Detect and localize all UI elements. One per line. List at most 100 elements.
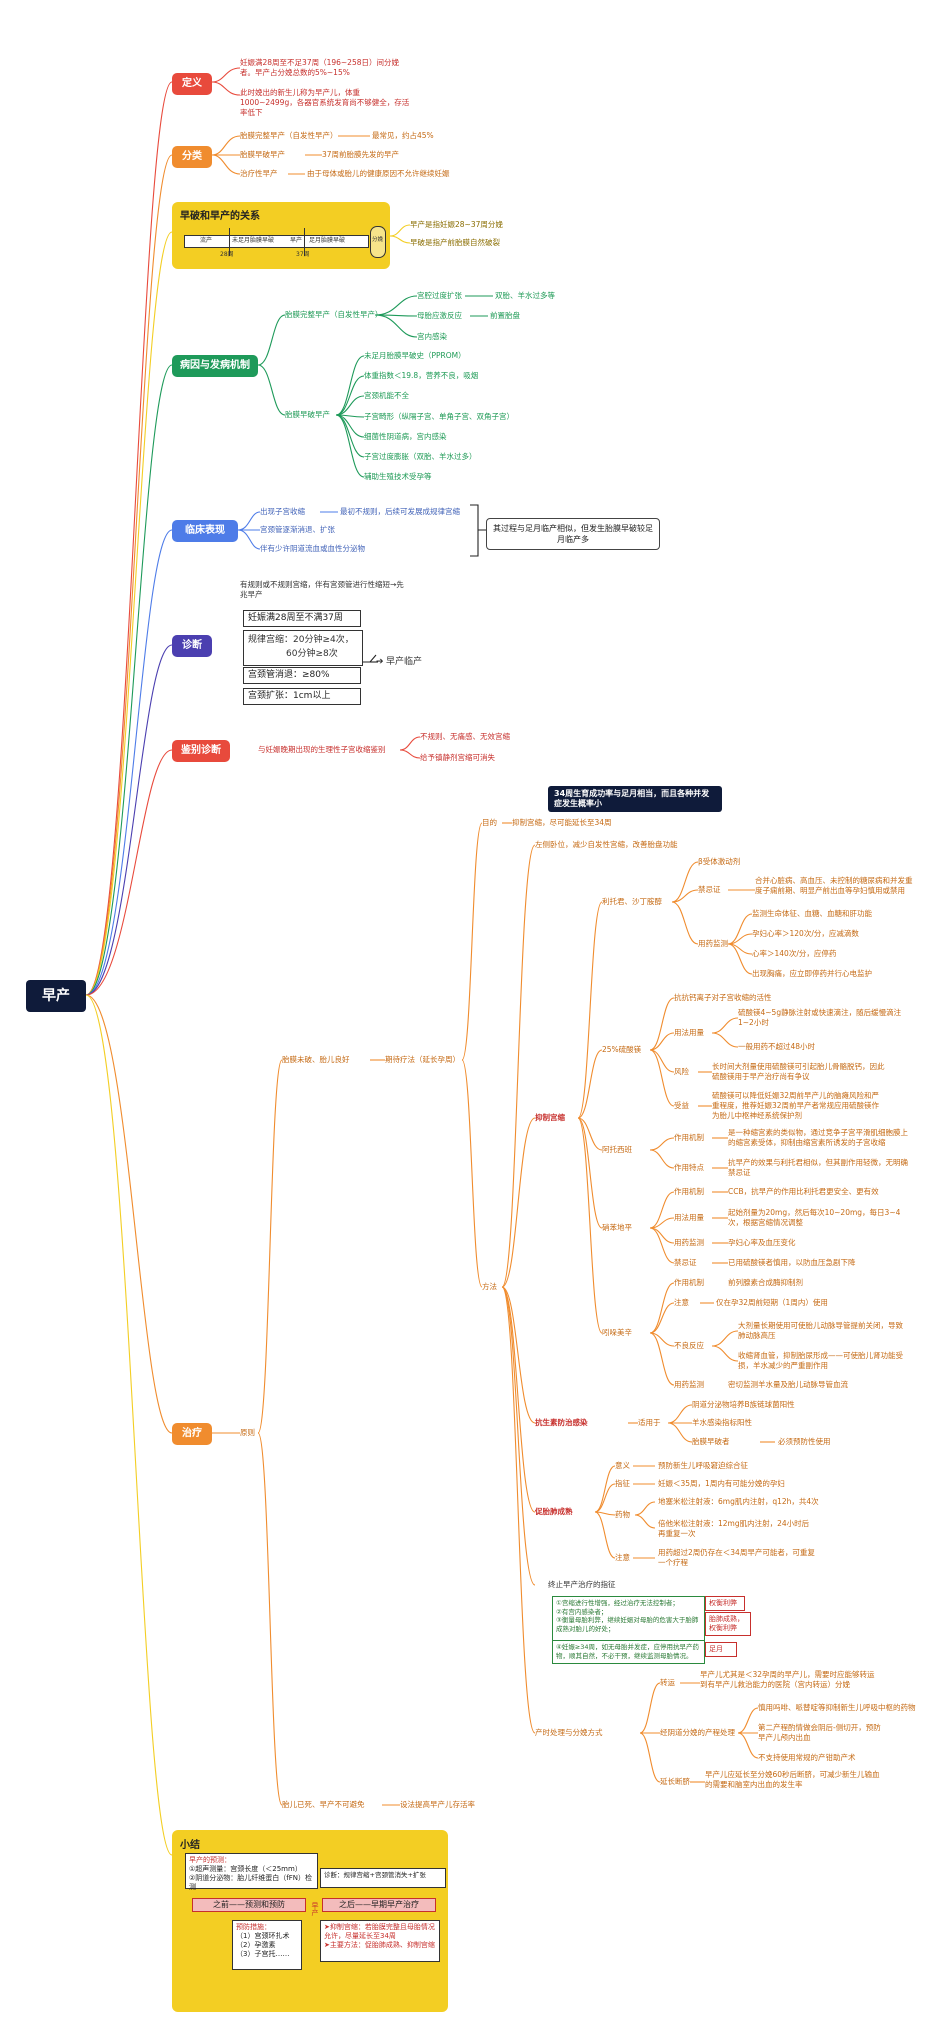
classify-item-3: 治疗性早产 [240,169,278,178]
ritodrine-contra-label: 禁忌证 [698,885,721,894]
antibiotic-note: 必须预防性使用 [778,1437,831,1446]
differential-tag[interactable]: 鉴别诊断 [172,740,230,762]
indo-mech: 前列腺素合成酶抑制剂 [728,1278,803,1287]
classify-note-3: 由于母体或胎儿的健康原因不允许继续妊娠 [307,169,450,178]
delivery-vaginal-2: 第二产程酌情做会阴后-侧切开，预防早产儿颅内出血 [758,1723,881,1742]
diagnosis-contraction-2: 60分钟≥8次 [286,649,338,659]
atosiban-feature: 抗早产的效果与利托君相似，但其副作用轻微，无明确禁忌证 [728,1158,908,1177]
method-label: 方法 [482,1282,497,1291]
root-topic[interactable]: 早产 [26,980,86,1012]
treatment-branch-a: 胎膜未破、胎儿良好 [282,1055,350,1064]
timeline-pprom: 未足月胎膜早破 [232,237,275,244]
cause-intact: 胎膜完整早产（自发性早产） [285,310,383,319]
goal-label: 目的 [482,818,497,827]
predict-title: 早产的预测： [189,1856,231,1864]
stop-line-1: ①宫缩进行性增强，经过治疗无法控制者； [556,1599,679,1607]
cause-tag[interactable]: 病因与发病机制 [172,355,258,377]
clinical-tag[interactable]: 临床表现 [172,520,238,542]
mg-risk: 长时间大剂量使用硫酸镁可引起胎儿骨骼脱钙，因此硫酸镁用于早产治疗尚有争议 [712,1062,885,1081]
differential-item-1: 不规则、无痛感、无效宫缩 [420,732,510,741]
ritodrine-monitor-3: 心率＞140次/分，应停药 [752,949,837,958]
cause-prom-2: 体重指数＜19.8，营养不良，吸烟 [364,371,479,380]
indomethacin: 吲哚美辛 [602,1328,632,1337]
week-28: 28周 [220,251,234,258]
indo-adverse-label: 不良反应 [674,1341,704,1350]
stop-tag-2: 胎肺成熟，权衡利弊 [705,1612,751,1636]
delivery-cord: 早产儿应延长至分娩60秒后断脐，可减少新生儿输血的需要和脑室内出血的发生率 [705,1770,880,1789]
summary-before[interactable]: 之前——预测和预防 [192,1898,306,1912]
timeline-delivery: 分娩 [372,237,384,243]
mg-mechanism: 抗抗钙离子对子宫收缩的活性 [674,993,772,1002]
delivery-cord-label: 延长断脐 [660,1777,690,1786]
nif-dose-label: 用法用量 [674,1213,704,1222]
antibiotic-item-3: 胎膜早破者 [692,1437,730,1446]
classify-tag[interactable]: 分类 [172,146,212,168]
atosiban-feature-label: 作用特点 [674,1163,704,1172]
method-inhibit: 抑制宫缩 [535,1113,565,1122]
treatment-tag[interactable]: 治疗 [172,1423,212,1445]
relation-note-2: 早破是指产前胎膜自然破裂 [410,238,500,247]
define-tag[interactable]: 定义 [172,73,212,95]
marker-28 [229,228,230,256]
delivery-vaginal-3: 不支持使用常规的产钳助产术 [758,1753,856,1762]
after-1: ➤抑制宫缩：若胎膜完整且母胎情况允许，尽量延长至34周 [324,1923,435,1940]
diagnosis-intro: 有规则或不规则宫缩，伴有宫颈管进行性缩短→先兆早产 [240,580,404,599]
relation-box[interactable]: 早破和早产的关系 流产 未足月胎膜早破 早产 足月胎膜早破 分娩 28周 37周 [172,202,390,269]
nif-mech: CCB，抗早产的作用比利托君更安全、更有效 [728,1187,879,1196]
clinical-callout: 其过程与足月临产相似，但发生胎膜早破较足月临产多 [486,518,660,550]
prevent-title: 预防措施： [236,1923,271,1931]
nif-monitor-label: 用药监测 [674,1238,704,1247]
indo-monitor-label: 用药监测 [674,1380,704,1389]
mg-dose-1: 硫酸镁4~5g静脉注射或快速滴注，随后缓慢滴注1~2小时 [738,1008,902,1027]
stop-line-3: ③衡量母胎利弊，继续妊娠对母胎的危害大于胎肺成熟对胎儿的好处； [556,1616,699,1633]
stop-tag-3: 足月 [705,1642,737,1657]
cause-prom-3: 宫颈机能不全 [364,391,409,400]
indo-monitor: 密切监测羊水量及胎儿动脉导管血流 [728,1380,848,1389]
nifedipine: 硝苯地平 [602,1223,632,1232]
diagnosis-arrow-icon: ➔ [376,657,384,667]
stop-line-2: ②有宫内感染者； [556,1607,608,1616]
nif-mech-label: 作用机制 [674,1187,704,1196]
clinical-note-1: 最初不规则，后续可发展成规律宫缩 [340,507,460,516]
cause-intact-2: 母胎应激反应 [417,311,462,320]
treatment-branch-b-note: 设法提高早产儿存活率 [400,1800,475,1809]
delivery-node [370,226,386,258]
prevent-2: （2）孕激素 [236,1941,276,1949]
cause-prom-7: 辅助生殖技术受孕等 [364,472,432,481]
differential-item-2: 给予镇静剂宫缩可消失 [420,753,495,762]
clinical-item-3: 伴有少许阴道流血或血性分泌物 [260,544,365,553]
atosiban: 阿托西班 [602,1145,632,1154]
nif-dose: 起始剂量为20mg，然后每次10~20mg，每日3~4次，根据宫缩情况调整 [728,1208,901,1227]
prevent-1: （1）宫颈环扎术 [236,1932,290,1940]
marker-37 [304,228,305,256]
indo-adverse-1: 大剂量长期使用可使胎儿动脉导管提前关闭，导致肺动脉高压 [738,1321,903,1340]
diagnosis-box-3: 宫颈管消退：≥80% [243,667,361,684]
antibiotic: 抗生素防治感染 [535,1418,588,1427]
predict-1: ①超声测量：宫颈长度（＜25mm） [189,1865,302,1873]
differential-main: 与妊娠晚期出现的生理性子宫收缩鉴别 [258,745,386,754]
relation-timeline [184,235,369,248]
lung-drug-1: 地塞米松注射液：6mg肌内注射，q12h，共4次 [658,1497,819,1506]
define-item-2: 此时娩出的新生儿称为早产儿，体重1000~2499g，各器官系统发育尚不够健全，… [240,88,410,117]
mg-benefit-label: 受益 [674,1101,689,1110]
mg-risk-label: 风险 [674,1067,689,1076]
mg-dose-2: 一般用药不超过48小时 [738,1042,816,1051]
summary-after[interactable]: 之后——早期早产治疗 [322,1898,436,1912]
indo-adverse-2: 收缩肾血管，抑制胎尿形成——可使胎儿肾功能受损，羊水减少的严重副作用 [738,1351,903,1370]
ritodrine-monitor-label: 用药监测 [698,939,728,948]
predict-2: ②阴道分泌物：胎儿纤维蛋白（fFN）检测 [189,1874,313,1891]
cause-intact-1-note: 双胎、羊水过多等 [495,291,555,300]
delivery-transfer: 早产儿尤其是＜32孕周的早产儿，需要时应能够转运到有早产儿救治能力的医院（宫内转… [700,1670,875,1689]
stop-box-1: ①宫缩进行性增强，经过治疗无法控制者； ②有宫内感染者； ③衡量母胎利弊，继续妊… [552,1596,705,1642]
lung-drug-2: 倍他米松注射液：12mg肌内注射，24小时后再重复一次 [658,1519,810,1538]
clinical-item-1: 出现子宫收缩 [260,507,305,516]
antibiotic-item-1: 阴道分泌物培养B族链球菌阳性 [692,1400,795,1409]
indo-note-label: 注意 [674,1298,689,1307]
diagnosis-tag[interactable]: 诊断 [172,635,212,657]
ritodrine-class: β受体激动剂 [698,857,741,866]
delivery-vaginal-label: 经阴道分娩的产程处理 [660,1728,735,1737]
goal-pill: 34周生育成功率与足月相当，而且各种并发症发生概率小 [548,786,722,812]
diagnosis-box-1: 妊娠满28周至不满37周 [243,610,361,627]
timeline-prom: 足月胎膜早破 [309,237,346,244]
